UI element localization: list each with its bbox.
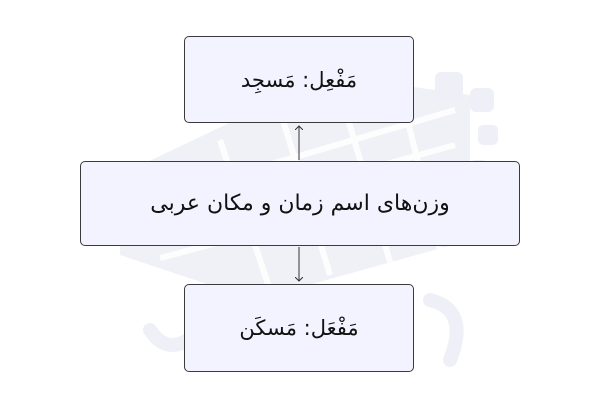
- node-top-label: مَفْعِل: مَسجِد: [240, 67, 358, 92]
- node-center: وزن‌های اسم زمان و مکان عربی: [80, 161, 520, 246]
- node-center-label: وزن‌های اسم زمان و مکان عربی: [150, 191, 450, 216]
- node-bottom-label: مَفْعَل: مَسکَن: [239, 316, 359, 340]
- node-top: مَفْعِل: مَسجِد: [184, 36, 414, 123]
- node-bottom: مَفْعَل: مَسکَن: [184, 284, 414, 372]
